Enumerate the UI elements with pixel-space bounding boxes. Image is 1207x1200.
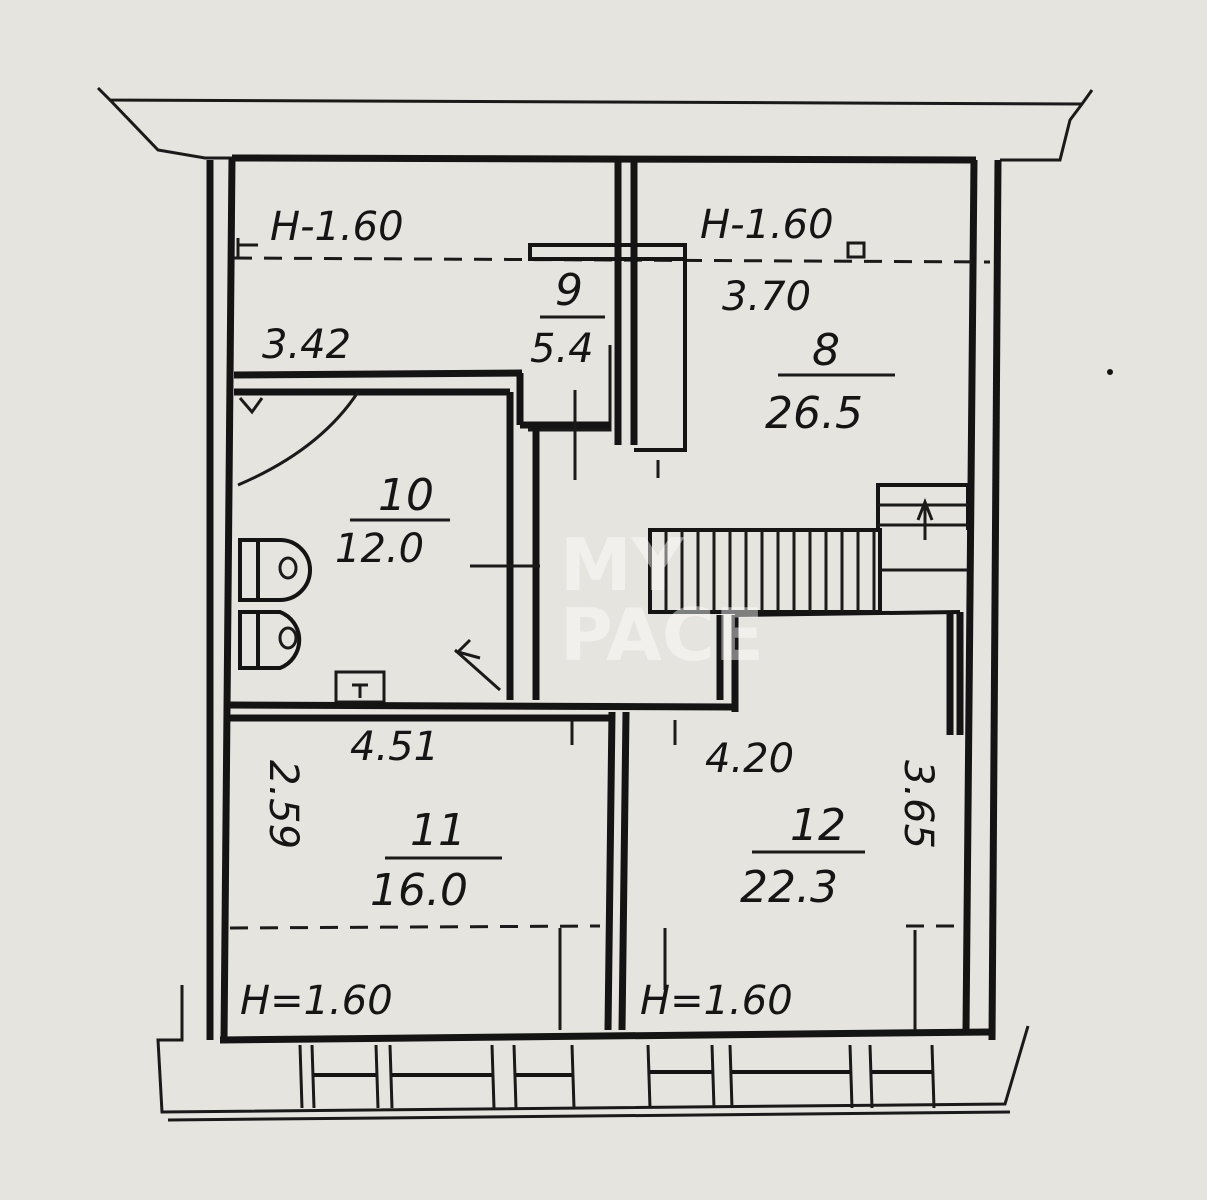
room-8-number: 8: [812, 325, 840, 376]
roof-cornice: [96, 86, 1094, 162]
room-10-walls: [233, 369, 610, 704]
room-11-number: 11: [410, 805, 466, 856]
room-12-area: 22.3: [740, 862, 838, 913]
room-10-area: 12.0: [335, 526, 424, 572]
room-10-label: 10 12.0: [335, 470, 450, 572]
dashed-lines: [229, 238, 991, 930]
width-3-70: 3.70: [722, 274, 811, 320]
room-8-label: 8 26.5: [765, 325, 895, 439]
width-3-42: 3.42: [262, 322, 351, 368]
room-9-number: 9: [555, 265, 583, 316]
height-top-right: H-1.60: [700, 202, 834, 248]
chimney-shaft: [528, 158, 687, 452]
watermark: MY PACE: [560, 523, 764, 677]
room-9-area: 5.4: [530, 326, 594, 372]
staircase: [648, 483, 970, 614]
depth-2-59: 2.59: [260, 760, 306, 849]
room-11-area: 16.0: [370, 865, 468, 916]
height-bottom-right: H=1.60: [640, 978, 793, 1024]
width-4-51: 4.51: [350, 724, 439, 770]
tick-marks: [570, 369, 1113, 745]
watermark-line1: MY: [560, 523, 685, 607]
room-10-number: 10: [378, 470, 434, 521]
room-8-area: 26.5: [765, 388, 863, 439]
room-11-label: 11 16.0: [370, 805, 502, 916]
partition-11-12: [558, 711, 917, 1031]
watermark-line2: PACE: [560, 593, 764, 677]
middle-wall: [225, 610, 964, 735]
height-bottom-left: H=1.60: [240, 978, 393, 1024]
room-12-label: 12 22.3: [740, 800, 865, 913]
depth-3-65: 3.65: [895, 760, 941, 849]
height-top-left: H-1.60: [270, 204, 404, 250]
room-9-label: 9 5.4: [530, 265, 605, 372]
width-4-20: 4.20: [705, 736, 794, 782]
bottom-facade: [156, 985, 1030, 1122]
dimension-labels: H-1.60 H-1.60 3.42 3.70 4.51 4.20 H=1.60…: [240, 202, 941, 1024]
outer-walls: [206, 154, 1002, 1044]
room-12-number: 12: [790, 800, 846, 851]
